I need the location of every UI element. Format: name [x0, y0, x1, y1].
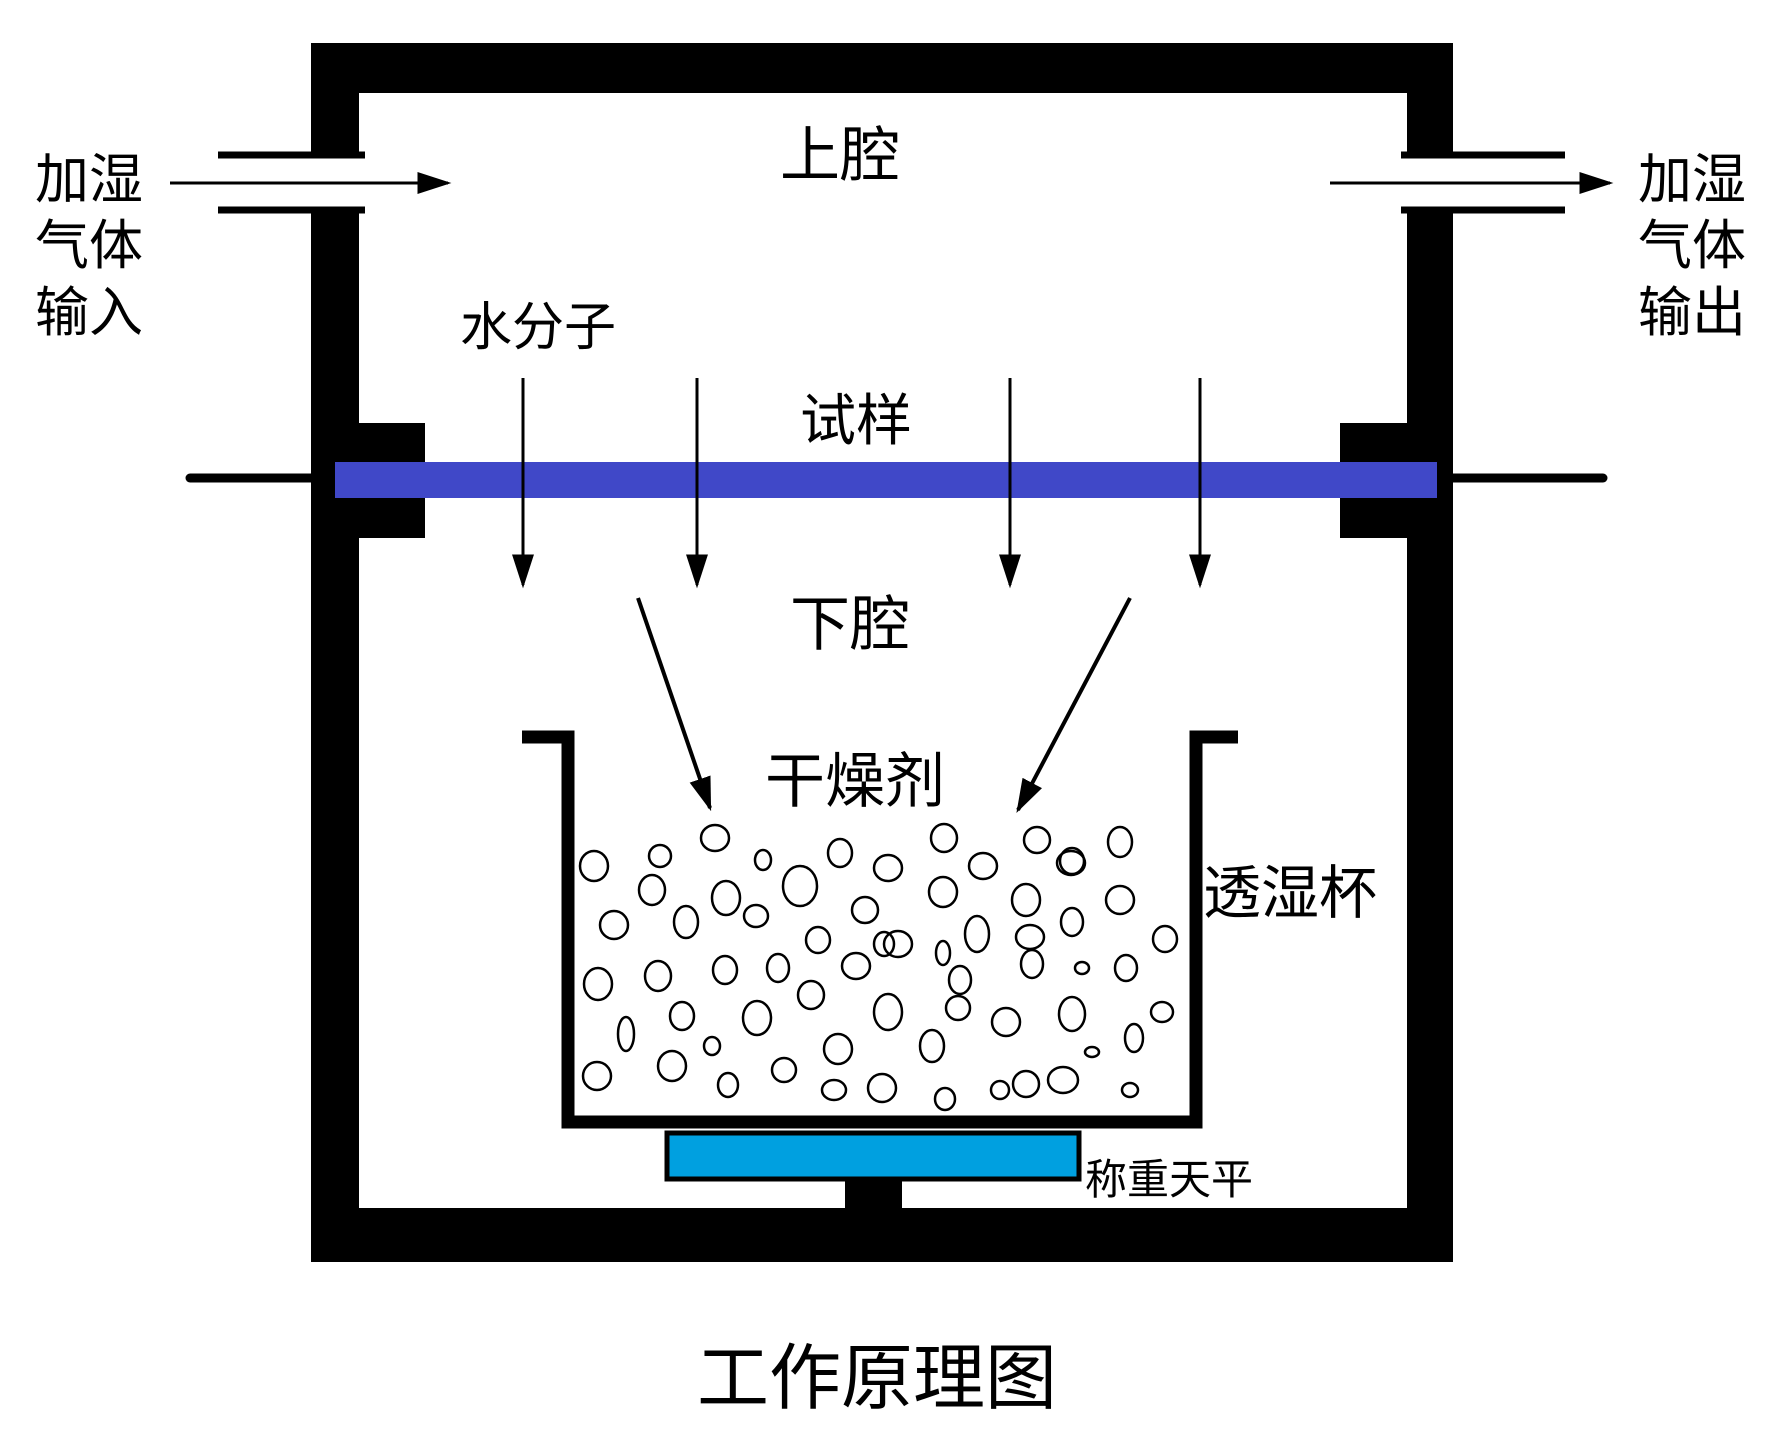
- desiccant-particle: [716, 1071, 740, 1099]
- desiccant-particle: [1151, 924, 1179, 954]
- desiccant-particle: [1055, 849, 1087, 877]
- desiccant-particle: [967, 851, 999, 881]
- desiccant-particle: [672, 904, 700, 940]
- desiccant-particle: [866, 1072, 898, 1104]
- desiccant-particle: [826, 837, 854, 869]
- desiccant-particle: [804, 925, 832, 955]
- desiccant-particle: [598, 909, 630, 941]
- balance-platform: [664, 1130, 1082, 1182]
- desiccant-particle: [581, 1060, 613, 1092]
- desiccant-particle: [1059, 906, 1085, 938]
- balance-label: 称重天平: [1085, 1155, 1253, 1204]
- desiccant-particle: [1010, 882, 1042, 918]
- desiccant-particle: [1046, 1065, 1080, 1095]
- desiccant-arrow-left: [636, 597, 712, 812]
- desiccant-particle: [944, 994, 972, 1022]
- desiccant-particle: [699, 823, 731, 853]
- upper-chamber-label: 上腔: [780, 121, 900, 191]
- outlet-label-line-1: 加湿: [1638, 148, 1746, 211]
- desiccant-particle: [1022, 825, 1052, 855]
- desiccant-particle: [990, 1006, 1022, 1038]
- inlet-label-line-1: 加湿: [35, 148, 143, 211]
- desiccant-particle: [765, 952, 791, 984]
- desiccant-particle: [1149, 1000, 1175, 1024]
- desiccant-particle: [643, 959, 673, 993]
- desiccant-particle: [1123, 1022, 1145, 1054]
- desiccant-particle: [702, 1035, 722, 1057]
- desiccant-particle: [582, 966, 614, 1002]
- outlet-label-line-3: 输出: [1638, 281, 1746, 344]
- desiccant-particle: [1057, 995, 1087, 1033]
- desiccant-particle: [927, 875, 959, 909]
- desiccant-particle: [872, 930, 896, 958]
- inlet-label-line-2: 气体: [35, 214, 143, 277]
- inlet-label-line-3: 输入: [35, 281, 143, 344]
- desiccant-particle: [711, 954, 739, 986]
- desiccant-particle: [647, 843, 673, 869]
- desiccant-particle: [1014, 923, 1046, 951]
- desiccant-particle: [753, 848, 773, 872]
- desiccant-particle: [989, 1079, 1011, 1101]
- desiccant-particle: [710, 879, 742, 917]
- desiccant-particle: [1120, 1081, 1140, 1099]
- desiccant-particle: [947, 964, 973, 996]
- desiccant-particle: [929, 822, 959, 854]
- permeation-cup-label: 透湿杯: [1203, 859, 1377, 927]
- desiccant-particle: [668, 1000, 696, 1032]
- outlet-label-line-2: 气体: [1638, 214, 1746, 277]
- desiccant-particle: [840, 951, 872, 981]
- desiccant-particle: [742, 903, 770, 929]
- desiccant-arrow-right: [1016, 597, 1132, 814]
- desiccant-particle: [616, 1015, 636, 1053]
- desiccant-particle: [1073, 960, 1091, 976]
- diagram-caption: 工作原理图: [697, 1336, 1057, 1420]
- desiccant-particle: [1104, 884, 1136, 916]
- desiccant-particle: [656, 1049, 688, 1083]
- desiccant-particle: [1011, 1069, 1041, 1099]
- sample-membrane: [335, 462, 1437, 498]
- desiccant-particle: [637, 873, 667, 907]
- desiccant-particle: [918, 1028, 946, 1064]
- balance-stem: [845, 1179, 902, 1213]
- desiccant-particle: [872, 853, 904, 883]
- desiccant-particle: [770, 1056, 798, 1084]
- desiccant-particle: [781, 864, 819, 908]
- desiccant-particle: [1113, 953, 1139, 983]
- desiccant-particle: [822, 1032, 854, 1066]
- sample-label: 试样: [800, 389, 912, 454]
- desiccant-particle: [850, 895, 880, 925]
- desiccant-particle: [963, 914, 991, 954]
- desiccant-particle: [1083, 1045, 1101, 1059]
- desiccant-particle: [872, 992, 904, 1032]
- desiccant-particles: [578, 822, 1179, 1112]
- permeation-cup: [522, 730, 1238, 1129]
- water-molecules-label: 水分子: [460, 298, 616, 358]
- desiccant-particle: [578, 849, 610, 883]
- desiccant-particle: [820, 1078, 848, 1102]
- desiccant-particle: [741, 999, 773, 1037]
- desiccant-particle: [796, 979, 826, 1011]
- desiccant-label: 干燥剂: [765, 747, 945, 817]
- desiccant-particle: [934, 939, 952, 967]
- desiccant-particle: [882, 929, 914, 959]
- desiccant-particle: [933, 1086, 957, 1112]
- desiccant-particle: [1019, 948, 1045, 980]
- lower-chamber-label: 下腔: [790, 590, 910, 660]
- desiccant-particle: [1106, 825, 1134, 859]
